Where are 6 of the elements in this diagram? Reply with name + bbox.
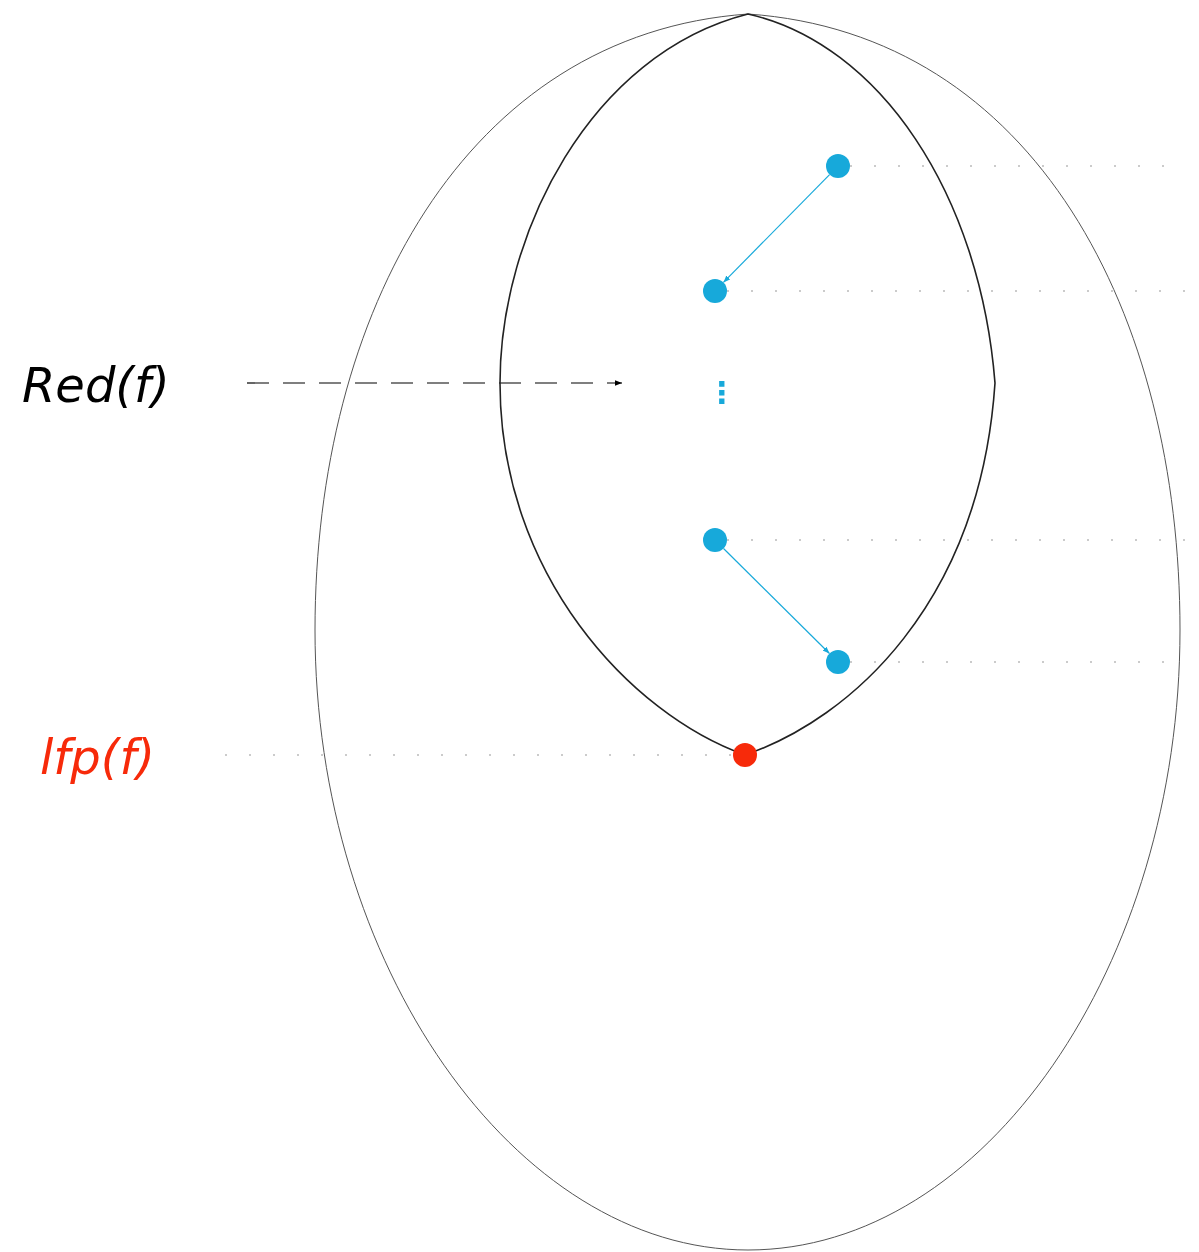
- ellipsis-mark: ⋮: [707, 378, 737, 408]
- arrow: [722, 173, 831, 284]
- arrow: [722, 547, 831, 655]
- set-label: Red(f): [22, 358, 237, 412]
- set-label: lfp(f): [40, 730, 215, 784]
- leader-line: [246, 380, 623, 386]
